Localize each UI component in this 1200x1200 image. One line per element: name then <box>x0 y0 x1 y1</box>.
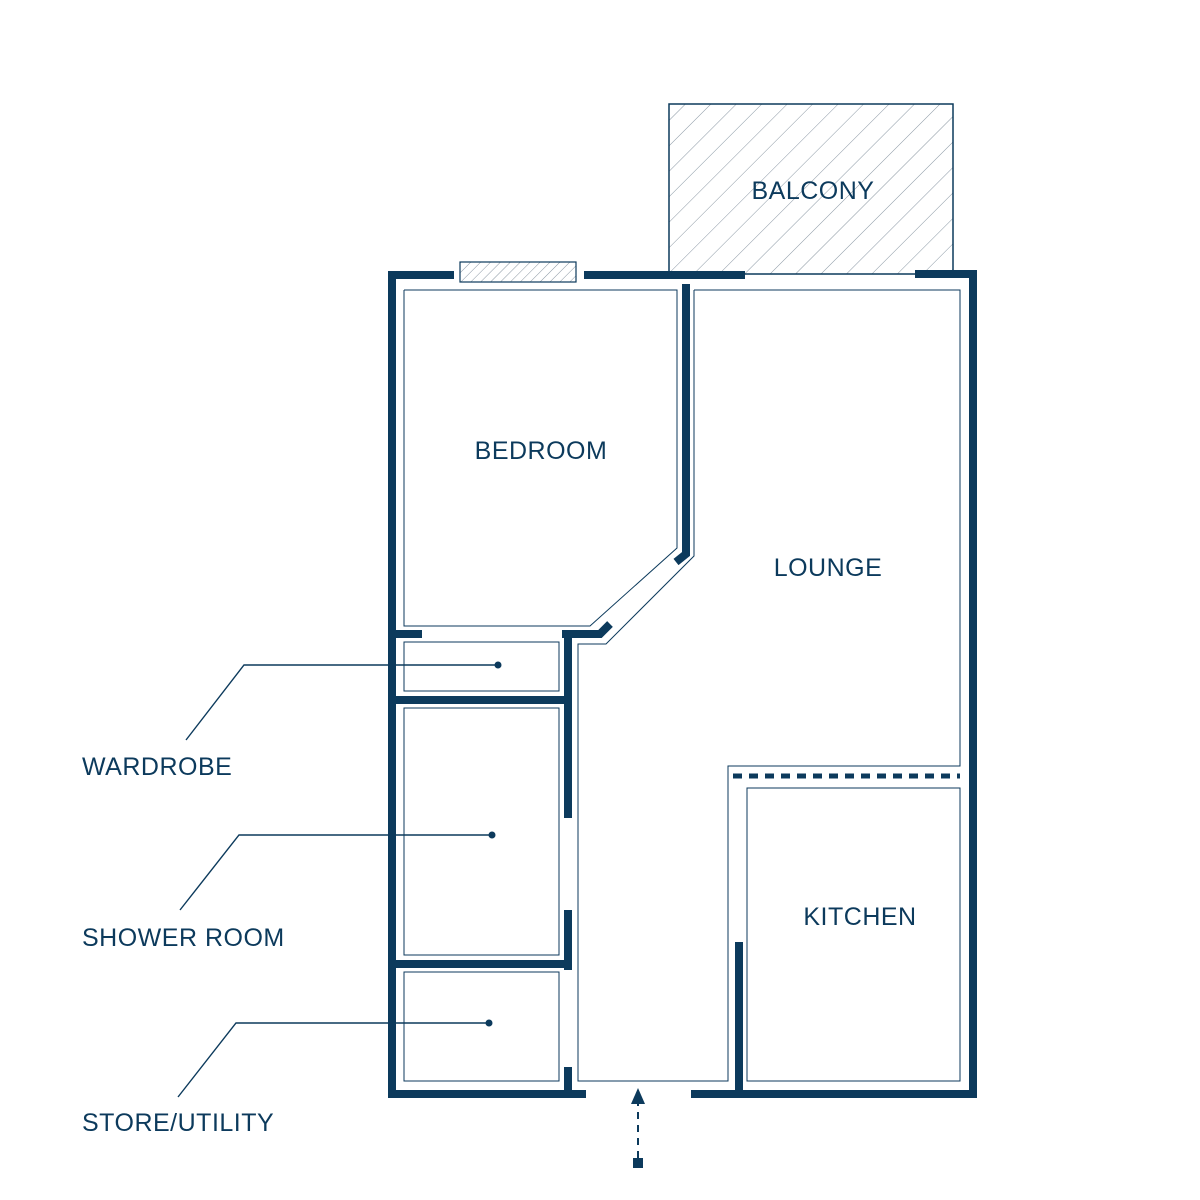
callout-label-wardrobe: WARDROBE <box>82 753 232 781</box>
callout-label-shower-room: SHOWER ROOM <box>82 924 285 952</box>
balcony-area <box>668 103 954 275</box>
room-label-kitchen: KITCHEN <box>803 903 916 931</box>
callout-label-store-utility: STORE/UTILITY <box>82 1109 274 1137</box>
interior-outlines <box>403 289 961 1082</box>
room-label-balcony: BALCONY <box>752 177 875 205</box>
callout-leaders <box>177 661 502 1098</box>
exterior-walls <box>388 270 977 1098</box>
room-label-bedroom: BEDROOM <box>475 437 608 465</box>
interior-walls <box>396 284 960 1090</box>
entrance-arrow-icon <box>631 1088 645 1168</box>
wardrobe-leader <box>185 661 502 741</box>
bedroom-window <box>459 261 577 283</box>
room-label-lounge: LOUNGE <box>774 554 883 582</box>
shower-room-leader <box>179 831 496 911</box>
store-utility-leader <box>177 1019 493 1098</box>
